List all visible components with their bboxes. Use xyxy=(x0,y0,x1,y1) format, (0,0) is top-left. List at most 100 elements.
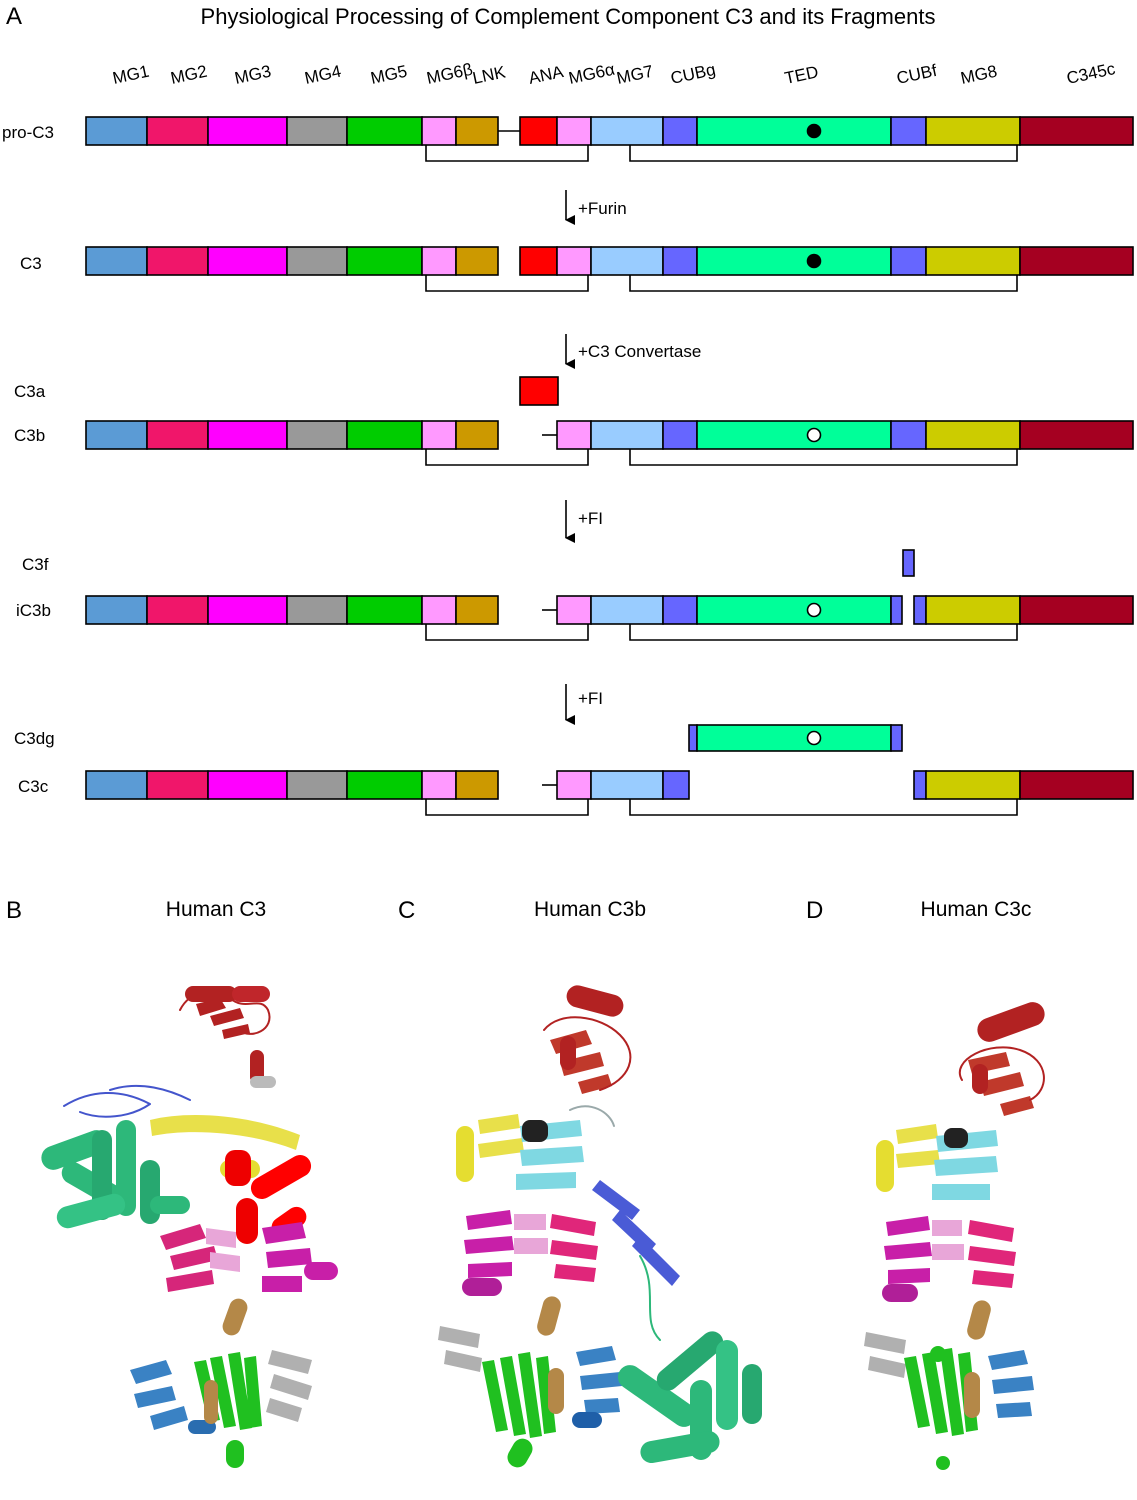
pro-c3-seg-mg7 xyxy=(590,116,664,146)
ic3b-seg-mg6 xyxy=(421,595,457,625)
c3c-seg-mg5 xyxy=(346,770,423,800)
row-label-c3dg: C3dg xyxy=(14,729,55,748)
pro-c3-thioester-dot xyxy=(806,123,822,139)
c3c-seg-mg6 xyxy=(556,770,592,800)
pro-c3-mg7-mg8-disulfide xyxy=(629,145,1018,162)
ic3b-seg-mg3 xyxy=(207,595,288,625)
c3b-seg-mg1 xyxy=(85,420,148,450)
pro-c3-seg-c345c xyxy=(1019,116,1134,146)
c3-seg-mg3 xyxy=(207,246,288,276)
c3c-c345c-domain xyxy=(958,1002,1045,1116)
c3-mg7-mg8-disulfide xyxy=(629,275,1018,292)
ic3b-seg-cub xyxy=(890,595,903,625)
c3-seg-ana xyxy=(519,246,558,276)
structure-title-c3: Human C3 xyxy=(166,898,266,921)
c3-seg-mg4 xyxy=(286,246,348,276)
c3b-seg-mg5 xyxy=(346,420,423,450)
c3-seg-mg6 xyxy=(421,246,457,276)
pro-c3-seg-mg5 xyxy=(346,116,423,146)
pro-c3-mg6-disulfide xyxy=(425,145,589,162)
domain-label-mg8: MG8 xyxy=(959,62,999,88)
c3c-seg-mg3 xyxy=(207,770,288,800)
domain-label-mg5: MG5 xyxy=(369,62,409,88)
domain-label-mg6a: MG6α xyxy=(567,60,617,88)
c3c-seg-lnk xyxy=(455,770,499,800)
c3c-seg-cub xyxy=(662,770,690,800)
step-label-fi-2: +FI xyxy=(578,689,603,708)
c3b-cub-arm xyxy=(592,1180,680,1286)
pro-c3-seg-mg2 xyxy=(146,116,209,146)
ic3b-seg-cub xyxy=(913,595,927,625)
c3c-seg-mg1 xyxy=(85,770,148,800)
c3-mg6-disulfide xyxy=(425,275,589,292)
ic3b-seg-ted xyxy=(696,595,892,625)
ic3b-seg-c345c xyxy=(1019,595,1134,625)
pro-c3-seg-cub xyxy=(890,116,927,146)
c3-seg-ted xyxy=(696,246,892,276)
c3-seg-mg5 xyxy=(346,246,423,276)
pro-c3-seg-ana xyxy=(519,116,558,146)
ic3b-seg-mg7 xyxy=(590,595,664,625)
ic3b-seg-mg8 xyxy=(925,595,1021,625)
c3b-mg8-region xyxy=(456,1105,615,1190)
structure-human-c3b xyxy=(438,985,762,1468)
c3a-fragment xyxy=(519,376,559,406)
ic3b-mg7-mg8-disulfide xyxy=(629,624,1018,641)
ic3b-seg-cub xyxy=(662,595,698,625)
c3b-mg7-mg8-disulfide xyxy=(629,449,1018,466)
step-label-fi-1: +FI xyxy=(578,509,603,528)
c3c-mg8-region xyxy=(876,1124,998,1200)
pro-c3-seg-mg1 xyxy=(85,116,148,146)
c3-seg-mg2 xyxy=(146,246,209,276)
domain-label-lnk: LNK xyxy=(471,62,508,88)
c3b-seg-c345c xyxy=(1019,420,1134,450)
panel-letter-a: A xyxy=(6,3,22,30)
c3-seg-lnk xyxy=(455,246,499,276)
c3c-mg-core xyxy=(882,1216,1016,1340)
domain-bars xyxy=(85,116,1134,816)
c3-seg-mg7 xyxy=(590,246,664,276)
c3c-mg-base xyxy=(864,1332,1034,1470)
domain-label-mg7: MG7 xyxy=(615,62,655,88)
domain-label-mg6b: MG6β xyxy=(425,60,475,88)
c3c-seg-mg7 xyxy=(590,770,664,800)
row-label-c3: C3 xyxy=(20,254,42,273)
c3c-seg-mg6 xyxy=(421,770,457,800)
c3c-seg-c345c xyxy=(1019,770,1134,800)
c3c-mg6-disulfide xyxy=(425,799,589,816)
c3-seg-c345c xyxy=(1019,246,1134,276)
domain-label-mg4: MG4 xyxy=(303,62,343,88)
panel-letter-c: C xyxy=(398,897,415,924)
c3c-seg-mg4 xyxy=(286,770,348,800)
structure-human-c3c xyxy=(864,1002,1045,1470)
c3c-seg-cub xyxy=(913,770,927,800)
pro-c3-seg-mg6 xyxy=(421,116,457,146)
ic3b-seg-mg5 xyxy=(346,595,423,625)
c3-seg-mg6 xyxy=(556,246,592,276)
c3b-seg-mg2 xyxy=(146,420,209,450)
step-label-convertase: +C3 Convertase xyxy=(578,342,701,361)
row-label-pro-c3: pro-C3 xyxy=(2,123,54,142)
c3-mg8-sheet xyxy=(150,1115,300,1150)
c3b-seg-cub xyxy=(662,420,698,450)
structure-title-c3c: Human C3c xyxy=(921,898,1032,921)
c3b-mg6-disulfide xyxy=(425,449,589,466)
structure-human-c3 xyxy=(41,986,338,1468)
structure-title-c3b: Human C3b xyxy=(534,898,646,921)
c3c-black-helix xyxy=(944,1128,968,1148)
c3-thioester-dot xyxy=(806,253,822,269)
ic3b-seg-mg2 xyxy=(146,595,209,625)
pro-c3-seg-lnk xyxy=(455,116,499,146)
c3-cub-loops xyxy=(63,1084,191,1118)
ic3b-seg-mg6 xyxy=(556,595,592,625)
c3-seg-mg1 xyxy=(85,246,148,276)
ic3b-thioester-dot xyxy=(806,602,822,618)
domain-label-cubg: CUBg xyxy=(669,60,717,88)
c3c-seg-mg8 xyxy=(925,770,1021,800)
domain-label-ted: TED xyxy=(783,62,820,88)
ic3b-seg-lnk xyxy=(455,595,499,625)
c3b-seg-ted xyxy=(696,420,892,450)
ic3b-mg6-disulfide xyxy=(425,624,589,641)
pro-c3-seg-mg4 xyxy=(286,116,348,146)
